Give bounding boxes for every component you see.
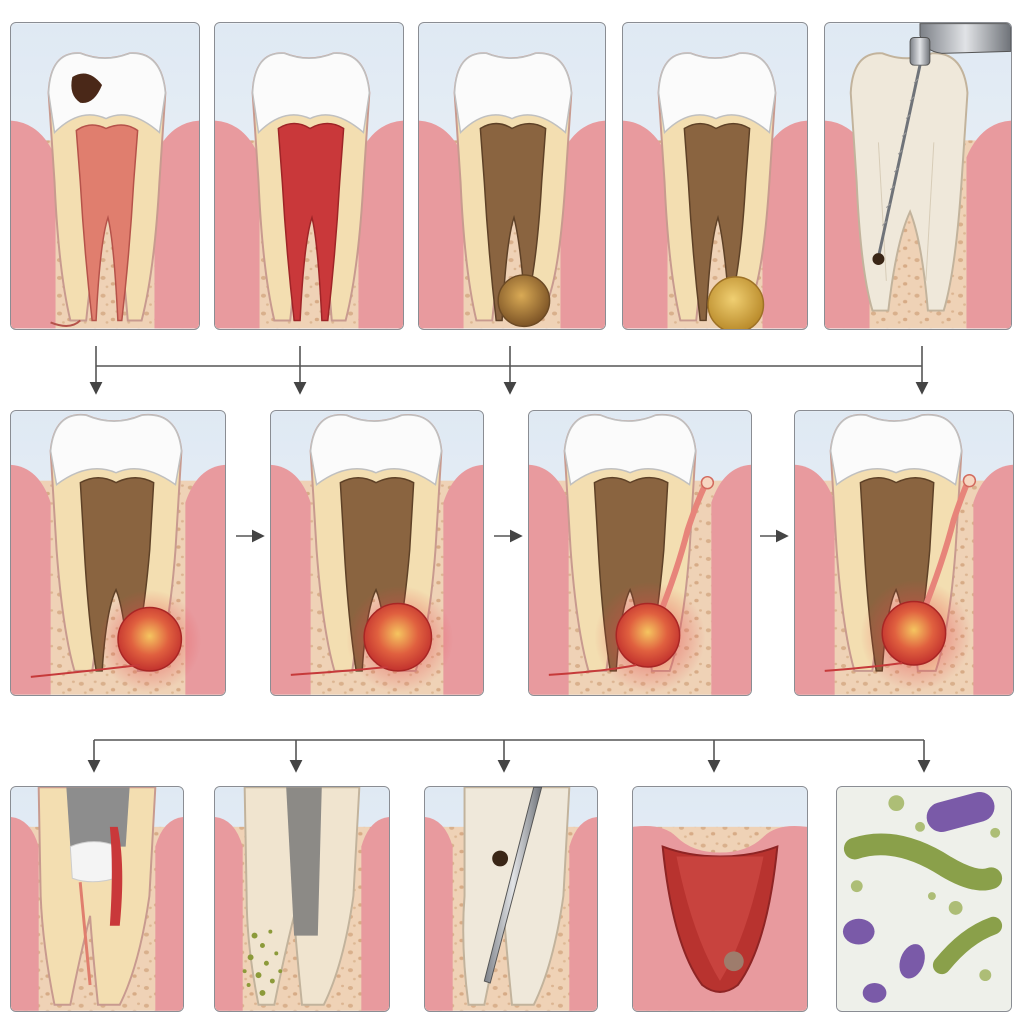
fistula-tract-icon bbox=[654, 481, 709, 623]
panel-pulpitis bbox=[214, 22, 404, 330]
tooth-pulpitis-icon bbox=[215, 23, 403, 329]
panel-canal-debris bbox=[214, 786, 390, 1012]
bacteria-spores-icon bbox=[850, 795, 1001, 982]
panel-necrosis-cyst bbox=[622, 22, 808, 330]
tooth-necrotic-pulp-abscess-icon bbox=[419, 23, 605, 329]
panel-periapical-abscess bbox=[10, 410, 226, 696]
panel-abscess-fistula bbox=[528, 410, 752, 696]
dental-handpiece-icon bbox=[909, 23, 1011, 66]
debris-particles-icon bbox=[242, 929, 283, 996]
bacteria-rod-green-icon bbox=[843, 833, 1003, 975]
tooth-periapical-abscess-enlarged-icon bbox=[271, 411, 483, 695]
tooth-endodontic-file-icon bbox=[825, 23, 1011, 329]
tooth-abscess-fistula-icon bbox=[529, 411, 751, 695]
panel-canal-cleaning bbox=[10, 786, 184, 1012]
panel-endo-file bbox=[824, 22, 1012, 330]
root-canal-cleaning-icon bbox=[11, 787, 183, 1011]
panel-canal-instrument bbox=[424, 786, 598, 1012]
panel-extraction-socket bbox=[632, 786, 808, 1012]
panel-necrosis-abscess bbox=[418, 22, 606, 330]
extraction-socket-icon bbox=[633, 787, 807, 1011]
bacteria-closeup-icon bbox=[837, 787, 1011, 1011]
bacteria-cocci-purple-icon bbox=[842, 792, 995, 1003]
panel-periapical-abscess-2 bbox=[270, 410, 484, 696]
tooth-crown-caries-icon bbox=[11, 23, 199, 329]
tooth-abscess-fistula-advanced-icon bbox=[795, 411, 1013, 695]
fistula-tract-icon bbox=[918, 479, 971, 619]
panel-bacteria bbox=[836, 786, 1012, 1012]
root-canal-instrument-icon bbox=[425, 787, 597, 1011]
panel-abscess-fistula-2 bbox=[794, 410, 1014, 696]
root-canal-debris-icon bbox=[215, 787, 389, 1011]
panel-caries bbox=[10, 22, 200, 330]
tooth-periapical-abscess-icon bbox=[11, 411, 225, 695]
tooth-necrotic-pulp-cyst-icon bbox=[623, 23, 807, 329]
